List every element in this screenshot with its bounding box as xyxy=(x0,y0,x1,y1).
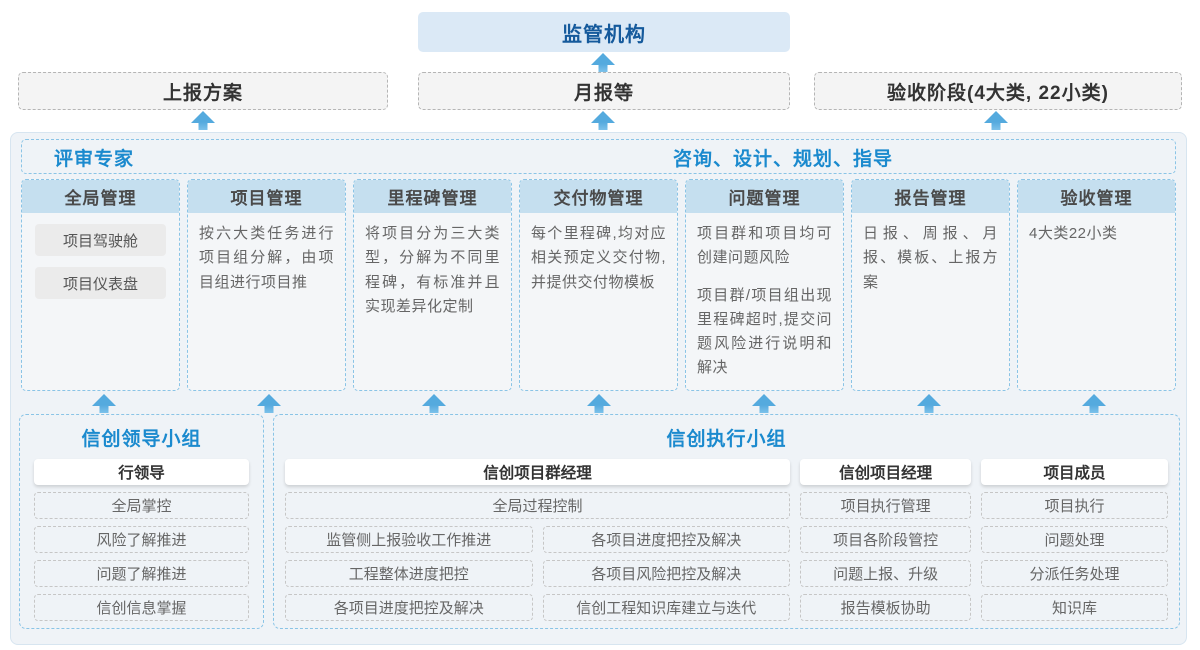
duty-item: 工程整体进度把控 xyxy=(285,560,533,587)
role-bank-leader: 行领导 xyxy=(34,459,249,485)
module-description: 将项目分为三大类型，分解为不同里程碑，有标准并且实现差异化定制 xyxy=(365,225,500,315)
duty-item: 项目执行管理 xyxy=(800,492,972,519)
consulting-label: 咨询、设计、规划、指导 xyxy=(672,149,893,170)
report-node-acceptance: 验收阶段(4大类, 22小类) xyxy=(814,72,1182,110)
module-issue-management: 问题管理 项目群和项目均可创建问题风险 项目群/项目组出现里程碑超时,提交问题风… xyxy=(685,179,844,391)
review-experts-label: 评审专家 xyxy=(54,149,135,170)
program-manager-column: 信创项目群经理 全局过程控制 监管侧上报验收工作推进 各项目进度把控及解决 工程… xyxy=(285,459,791,621)
role-program-manager: 信创项目群经理 xyxy=(285,459,791,485)
module-columns: 全局管理 项目驾驶舱 项目仪表盘 项目管理 按六大类任务进行项目组分解，由项目组… xyxy=(21,179,1176,391)
duty-item: 项目各阶段管控 xyxy=(800,526,972,553)
duty-item: 信创工程知识库建立与迭代 xyxy=(542,594,791,621)
module-description: 项目群/项目组出现里程碑超时,提交问题风险进行说明和解决 xyxy=(697,286,832,377)
module-title: 验收管理 xyxy=(1018,180,1175,213)
module-global-management: 全局管理 项目驾驶舱 项目仪表盘 xyxy=(21,179,180,391)
module-title: 问题管理 xyxy=(686,180,843,213)
duty-item: 项目执行 xyxy=(981,492,1169,519)
module-description: 日报、周报、月报、模板、上报方案 xyxy=(863,225,998,291)
leadership-group: 信创领导小组 行领导 全局掌控 风险了解推进 问题了解推进 信创信息掌握 xyxy=(19,414,264,629)
module-acceptance-management: 验收管理 4大类22小类 xyxy=(1017,179,1176,391)
module-project-management: 项目管理 按六大类任务进行项目组分解，由项目组进行项目推 xyxy=(187,179,346,391)
experts-bar: 评审专家 咨询、设计、规划、指导 xyxy=(21,139,1176,174)
up-arrow-icon xyxy=(751,394,776,413)
leadership-group-title: 信创领导小组 xyxy=(81,428,202,450)
up-arrow-icon xyxy=(91,394,116,413)
role-project-member: 项目成员 xyxy=(981,459,1169,485)
module-description: 按六大类任务进行项目组分解，由项目组进行项目推 xyxy=(199,225,334,291)
duty-item: 问题了解推进 xyxy=(34,560,249,587)
duty-item: 全局掌控 xyxy=(34,492,249,519)
duty-item: 分派任务处理 xyxy=(981,560,1169,587)
module-title: 全局管理 xyxy=(22,180,179,213)
report-node-monthly: 月报等 xyxy=(418,72,790,110)
duty-item: 信创信息掌握 xyxy=(34,594,249,621)
project-dashboard-box: 项目仪表盘 xyxy=(35,267,166,299)
report-node-plan: 上报方案 xyxy=(18,72,388,110)
duty-item: 各项目风险把控及解决 xyxy=(542,560,791,587)
up-arrow-icon xyxy=(591,53,615,72)
duty-item: 问题上报、升级 xyxy=(800,560,972,587)
up-arrow-icon xyxy=(586,394,611,413)
project-manager-column: 信创项目经理 项目执行管理 项目各阶段管控 问题上报、升级 报告模板协助 xyxy=(800,459,972,621)
up-arrow-icon xyxy=(1081,394,1106,413)
duty-item: 各项目进度把控及解决 xyxy=(542,526,791,553)
up-arrow-icon xyxy=(191,111,215,130)
duty-item: 各项目进度把控及解决 xyxy=(285,594,533,621)
duty-item: 问题处理 xyxy=(981,526,1169,553)
module-title: 里程碑管理 xyxy=(354,180,511,213)
module-description: 每个里程碑,均对应相关预定义交付物,并提供交付物模板 xyxy=(531,225,666,291)
module-title: 报告管理 xyxy=(852,180,1009,213)
module-milestone-management: 里程碑管理 将项目分为三大类型，分解为不同里程碑，有标准并且实现差异化定制 xyxy=(353,179,512,391)
regulator-node: 监管机构 xyxy=(418,12,790,52)
module-report-management: 报告管理 日报、周报、月报、模板、上报方案 xyxy=(851,179,1010,391)
up-arrow-icon xyxy=(256,394,281,413)
duty-item: 全局过程控制 xyxy=(285,492,791,519)
duty-item: 风险了解推进 xyxy=(34,526,249,553)
project-member-column: 项目成员 项目执行 问题处理 分派任务处理 知识库 xyxy=(981,459,1169,621)
duty-item: 报告模板协助 xyxy=(800,594,972,621)
up-arrow-icon xyxy=(421,394,446,413)
module-description: 4大类22小类 xyxy=(1029,225,1118,242)
module-title: 交付物管理 xyxy=(520,180,677,213)
execution-group-title: 信创执行小组 xyxy=(666,428,787,450)
up-arrow-icon xyxy=(984,111,1008,130)
module-description: 项目群和项目均可创建问题风险 xyxy=(697,225,832,267)
up-arrow-icon xyxy=(916,394,941,413)
project-cockpit-box: 项目驾驶舱 xyxy=(35,224,166,256)
module-deliverable-management: 交付物管理 每个里程碑,均对应相关预定义交付物,并提供交付物模板 xyxy=(519,179,678,391)
duty-item: 监管侧上报验收工作推进 xyxy=(285,526,533,553)
group-to-module-arrows xyxy=(21,394,1176,413)
role-project-manager: 信创项目经理 xyxy=(800,459,972,485)
platform-panel: 评审专家 咨询、设计、规划、指导 全局管理 项目驾驶舱 项目仪表盘 项目管理 按… xyxy=(10,132,1187,645)
module-title: 项目管理 xyxy=(188,180,345,213)
arrow-head xyxy=(591,53,615,65)
arrow-stem xyxy=(598,64,608,72)
up-arrow-icon xyxy=(591,111,615,130)
duty-item: 知识库 xyxy=(981,594,1169,621)
execution-group: 信创执行小组 信创项目群经理 全局过程控制 监管侧上报验收工作推进 各项目进度把… xyxy=(273,414,1180,629)
